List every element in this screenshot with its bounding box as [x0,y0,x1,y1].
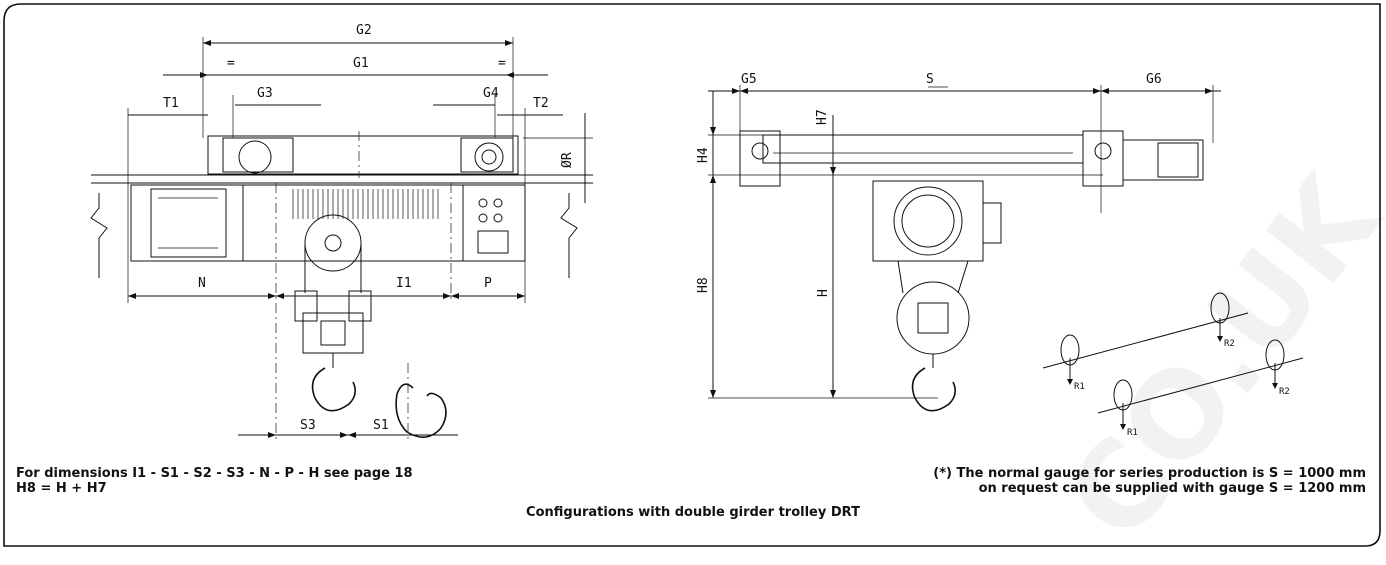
label-h4: H4 [696,147,711,163]
note-right-line1: (*) The normal gauge for series producti… [933,466,1366,481]
label-s: S [926,72,934,87]
label-g6: G6 [1146,72,1162,87]
note-right-line2: on request can be supplied with gauge S … [978,481,1366,496]
label-p: P [484,276,492,291]
label-eq-right: = [498,56,506,71]
label-s3: S3 [300,418,316,433]
label-g1: G1 [353,56,369,71]
drawing-frame: G2 = G1 = T1 G3 G4 T2 ØR N I1 P S3 S1 G5… [3,3,1381,547]
note-left-line1: For dimensions I1 - S1 - S2 - S3 - N - P… [16,466,413,481]
label-g5: G5 [741,72,757,87]
rope-drum [292,189,439,219]
label-h7: H7 [815,109,830,125]
caption: Configurations with double girder trolle… [526,505,860,520]
label-g2: G2 [356,23,372,38]
label-g3: G3 [257,86,273,101]
label-t2: T2 [533,96,549,111]
label-h: H [816,289,831,297]
label-r2-b: R2 [1279,387,1290,397]
label-n: N [198,276,206,291]
label-g4: G4 [483,86,499,101]
label-t1: T1 [163,96,179,111]
label-r1-a: R1 [1074,382,1085,392]
label-h8: H8 [696,277,711,293]
label-r1-b: R1 [1127,428,1138,438]
side-view-hoist [90,37,593,443]
border [3,3,1381,547]
label-r2-a: R2 [1224,339,1235,349]
label-eq-left: = [227,56,235,71]
label-phi-r: ØR [560,152,575,168]
note-left-line2: H8 = H + H7 [16,481,107,496]
technical-drawing: G2 = G1 = T1 G3 G4 T2 ØR N I1 P S3 S1 G5… [3,3,1381,547]
label-s1: S1 [373,418,389,433]
label-i1: I1 [396,276,412,291]
end-view-trolley [708,85,1304,430]
